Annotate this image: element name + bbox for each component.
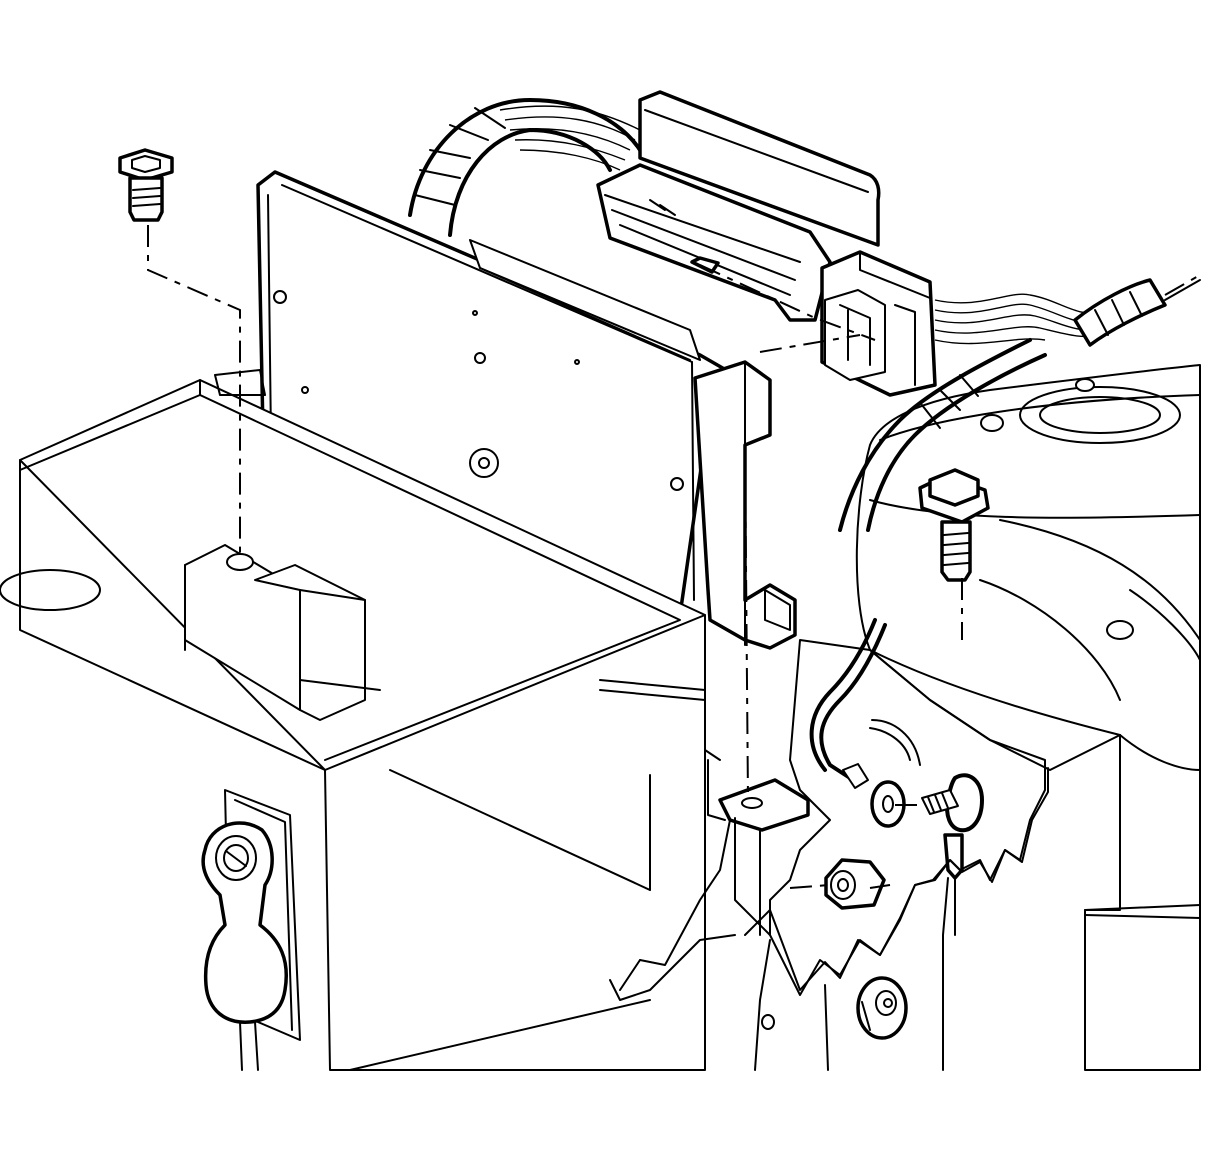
mounting-tray-icon	[0, 369, 721, 1071]
wiring-harness-icon	[408, 98, 1201, 532]
body-panel-icon	[855, 364, 1201, 1071]
weld-stud-icon	[921, 789, 959, 815]
module-bracket-icon	[693, 360, 810, 936]
mounting-bolt-icon	[118, 148, 174, 222]
alignment-lines	[147, 225, 1201, 889]
ground-nut-icon	[824, 858, 886, 910]
ground-bolt-icon	[918, 468, 990, 582]
grommet-icon	[761, 976, 908, 1040]
